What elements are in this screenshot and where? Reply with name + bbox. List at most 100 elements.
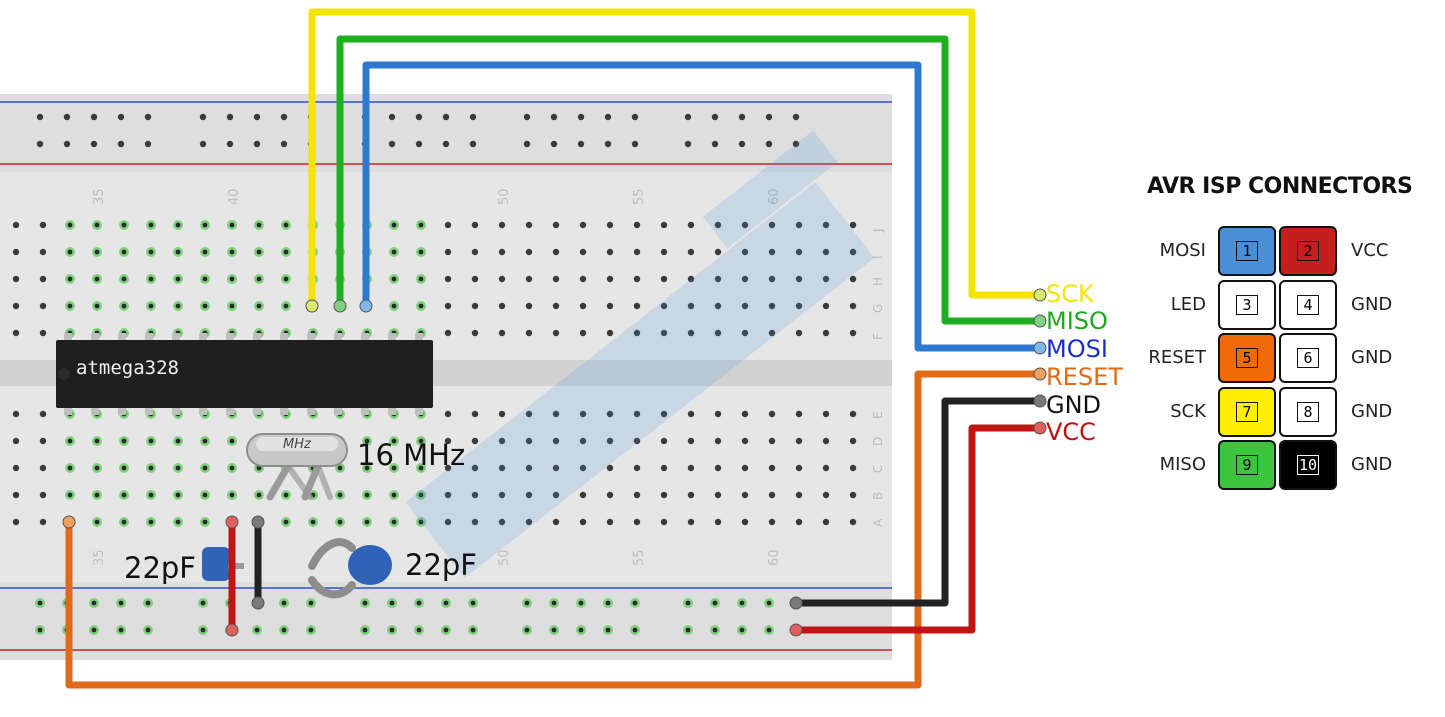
rail-hole — [765, 140, 773, 148]
breadboard-hole — [471, 518, 479, 526]
breadboard-hole-core — [391, 438, 397, 444]
breadboard-hole — [39, 491, 47, 499]
rail-hole-core — [308, 627, 314, 633]
breadboard-hole-core — [391, 276, 397, 282]
isp-pin-number: 2 — [1297, 241, 1319, 261]
breadboard-hole — [579, 329, 587, 337]
rail-hole — [631, 113, 639, 121]
wires — [65, 8, 1044, 689]
chip-pin — [307, 405, 315, 415]
breadboard-hole — [606, 518, 614, 526]
rail-hole-core — [281, 600, 287, 606]
rail-hole-core — [254, 627, 260, 633]
capacitor-left-label: 22pF — [124, 551, 196, 585]
rail-hole-core — [118, 627, 124, 633]
rail-hole-core — [578, 600, 584, 606]
rail-hole — [442, 113, 450, 121]
rail-hole — [550, 140, 558, 148]
isp-pin-number: 5 — [1236, 348, 1258, 368]
rail-hole-core — [551, 600, 557, 606]
col-num-40-top: 40 — [227, 188, 242, 205]
breadboard-hole-core — [94, 519, 100, 525]
isp-pin-1: 1 — [1218, 226, 1276, 276]
breadboard-hole-core — [229, 249, 235, 255]
isp-pin-label: GND — [1351, 293, 1393, 315]
breadboard-hole-core — [229, 438, 235, 444]
wire-end-cap — [305, 299, 319, 313]
breadboard-hole — [471, 248, 479, 256]
rail-hole-core — [632, 600, 638, 606]
breadboard-hole-core — [94, 249, 100, 255]
breadboard-hole — [579, 491, 587, 499]
isp-pin-7: 7 — [1218, 386, 1276, 437]
rail-hole-core — [605, 627, 611, 633]
breadboard-hole-core — [202, 303, 208, 309]
breadboard-hole — [606, 437, 614, 445]
breadboard-hole-core — [175, 465, 181, 471]
breadboard-hole — [660, 302, 668, 310]
breadboard-hole — [552, 221, 560, 229]
breadboard-hole-core — [148, 492, 154, 498]
breadboard-hole — [498, 437, 506, 445]
chip-pin — [253, 405, 261, 415]
breadboard-hole-core — [283, 519, 289, 525]
rail-hole-core — [200, 600, 206, 606]
breadboard-hole-core — [67, 303, 73, 309]
breadboard-hole — [471, 302, 479, 310]
breadboard-hole — [12, 221, 20, 229]
breadboard-hole — [606, 248, 614, 256]
breadboard-hole — [849, 437, 857, 445]
wire-end-cap — [359, 299, 373, 313]
breadboard-hole-core — [67, 465, 73, 471]
chip-pin — [226, 333, 234, 343]
breadboard-hole-core — [148, 249, 154, 255]
rail-hole — [90, 140, 98, 148]
rail-hole — [253, 140, 261, 148]
chip-pin — [415, 405, 423, 415]
rail-hole — [550, 113, 558, 121]
isp-pin-8: 8 — [1279, 386, 1337, 437]
row-letter-a: A — [871, 518, 885, 527]
breadboard-hole — [579, 518, 587, 526]
breadboard-hole-core — [121, 492, 127, 498]
breadboard-hole — [606, 302, 614, 310]
breadboard-hole — [768, 275, 776, 283]
breadboard-hole — [471, 329, 479, 337]
rail-hole — [792, 113, 800, 121]
column-numbers-bottom: 35 50 55 60 — [92, 549, 782, 566]
rail-hole — [63, 113, 71, 121]
breadboard-hole — [741, 518, 749, 526]
breadboard-hole — [714, 302, 722, 310]
breadboard-hole — [741, 302, 749, 310]
breadboard-hole — [741, 410, 749, 418]
breadboard-hole-core — [337, 519, 343, 525]
breadboard-hole — [606, 221, 614, 229]
breadboard-hole — [714, 248, 722, 256]
breadboard-hole — [741, 329, 749, 337]
rail-hole — [199, 113, 207, 121]
rail-hole-core — [766, 627, 772, 633]
breadboard-hole — [741, 437, 749, 445]
breadboard-hole — [741, 221, 749, 229]
breadboard-hole-core — [391, 519, 397, 525]
breadboard-hole — [768, 329, 776, 337]
breadboard-hole — [12, 302, 20, 310]
breadboard-hole-core — [175, 303, 181, 309]
chip-notch — [58, 368, 70, 380]
breadboard-hole-core — [364, 492, 370, 498]
breadboard-hole — [741, 464, 749, 472]
col-num-55-top: 55 — [632, 188, 647, 205]
col-num-50-bottom: 50 — [497, 549, 512, 566]
rail-hole — [469, 140, 477, 148]
breadboard-hole — [687, 329, 695, 337]
rail-hole — [523, 140, 531, 148]
rail-hole — [604, 140, 612, 148]
breadboard-hole — [687, 410, 695, 418]
rail-hole — [523, 113, 531, 121]
chip-pin — [334, 405, 342, 415]
rail-hole — [738, 113, 746, 121]
rail-hole-core — [739, 600, 745, 606]
breadboard-hole-core — [283, 276, 289, 282]
wire-end-cap — [333, 299, 347, 313]
breadboard-hole — [552, 410, 560, 418]
